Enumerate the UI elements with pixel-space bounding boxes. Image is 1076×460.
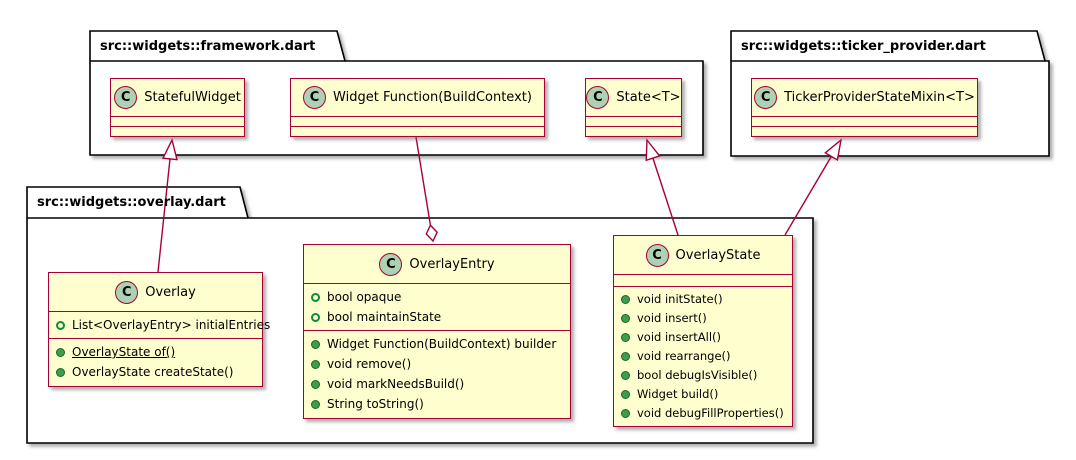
package-title-overlay: src::widgets::overlay.dart <box>37 195 226 210</box>
method-label: void rearrange() <box>637 349 731 363</box>
field-row: bool maintainState <box>311 307 563 327</box>
method-label: void initState() <box>637 292 723 306</box>
method-row: void markNeedsBuild() <box>311 374 563 394</box>
method-visibility-icon <box>621 409 630 418</box>
class-overlayentry-title: C OverlayEntry <box>304 245 570 283</box>
method-row: Widget Function(BuildContext) builder <box>311 334 563 354</box>
methods-compartment: void initState() void insert() void inse… <box>614 286 792 426</box>
method-label: void markNeedsBuild() <box>327 377 465 391</box>
method-label: void debugFillProperties() <box>637 406 784 420</box>
method-row: void remove() <box>311 354 563 374</box>
fields-compartment <box>111 116 244 126</box>
method-row: Widget build() <box>621 385 785 404</box>
class-overlaystate: C OverlayState void initState() void ins… <box>613 235 793 427</box>
method-visibility-icon <box>621 371 630 380</box>
method-row: bool debugIsVisible() <box>621 366 785 385</box>
class-name: Overlay <box>145 284 196 300</box>
class-badge-icon: C <box>303 86 327 109</box>
method-visibility-icon <box>621 352 630 361</box>
fields-compartment <box>586 116 681 126</box>
method-label: bool debugIsVisible() <box>637 368 758 382</box>
method-label: Widget build() <box>637 387 719 401</box>
method-label: void insert() <box>637 311 707 325</box>
method-label: OverlayState of() <box>72 345 176 359</box>
method-row: void insertAll() <box>621 328 785 347</box>
field-visibility-icon <box>56 320 65 330</box>
edge-overlaystate-extends-tickerprovider <box>784 138 843 236</box>
edge-overlaystate-extends-state <box>645 138 679 236</box>
field-row: bool opaque <box>311 287 563 307</box>
class-name: TickerProviderStateMixin<T> <box>784 90 975 105</box>
methods-compartment <box>752 126 977 136</box>
method-label: OverlayState createState() <box>72 365 234 379</box>
fields-compartment <box>291 116 544 126</box>
field-label: bool maintainState <box>327 310 442 324</box>
method-label: String toString() <box>327 397 424 411</box>
methods-compartment <box>586 126 681 136</box>
class-name: Widget Function(BuildContext) <box>333 90 532 105</box>
class-statefulwidget: C StatefulWidget <box>110 78 245 137</box>
method-visibility-icon <box>311 339 320 349</box>
class-name: OverlayState <box>675 247 761 263</box>
method-row: OverlayState of() <box>56 342 255 362</box>
method-label: void insertAll() <box>637 330 722 344</box>
class-state: C State<T> <box>585 78 682 137</box>
methods-compartment: OverlayState of() OverlayState createSta… <box>49 338 262 385</box>
class-badge-icon: C <box>114 86 138 109</box>
class-badge-icon: C <box>115 280 139 304</box>
edge-overlayentry-aggregates-widgetfunction <box>415 136 433 241</box>
class-overlay: C Overlay List<OverlayEntry> initialEntr… <box>48 272 270 387</box>
fields-compartment: bool opaque bool maintainState <box>304 283 570 330</box>
method-label: Widget Function(BuildContext) builder <box>327 337 557 351</box>
class-overlay-title: C Overlay <box>49 273 262 311</box>
class-state-title: C State<T> <box>586 79 681 116</box>
method-visibility-icon <box>311 379 320 389</box>
class-overlaystate-title: C OverlayState <box>614 236 792 274</box>
methods-compartment: Widget Function(BuildContext) builder vo… <box>304 330 570 417</box>
method-visibility-icon <box>56 367 65 377</box>
class-widget-function: C Widget Function(BuildContext) <box>290 78 545 137</box>
method-row: OverlayState createState() <box>56 362 255 382</box>
fields-compartment <box>614 274 792 286</box>
class-name: StatefulWidget <box>144 90 241 105</box>
class-name: OverlayEntry <box>409 256 495 272</box>
method-visibility-icon <box>56 347 65 357</box>
class-statefulwidget-title: C StatefulWidget <box>111 79 244 116</box>
method-row: void initState() <box>621 290 785 309</box>
field-visibility-icon <box>311 312 320 322</box>
package-title-framework: src::widgets::framework.dart <box>100 39 316 54</box>
class-badge-icon: C <box>379 252 403 276</box>
field-visibility-icon <box>311 292 320 302</box>
class-tickerproviderstatemixin: C TickerProviderStateMixin<T> <box>751 78 978 137</box>
method-visibility-icon <box>621 295 630 304</box>
methods-compartment <box>111 126 244 136</box>
field-label: bool opaque <box>327 290 402 304</box>
class-tickerproviderstatemixin-title: C TickerProviderStateMixin<T> <box>752 79 977 116</box>
method-label: void remove() <box>327 357 412 371</box>
class-badge-icon: C <box>586 86 610 109</box>
method-visibility-icon <box>621 314 630 323</box>
package-title-ticker-provider: src::widgets::ticker_provider.dart <box>741 39 986 54</box>
methods-compartment <box>291 126 544 136</box>
fields-compartment <box>752 116 977 126</box>
class-badge-icon: C <box>645 243 669 267</box>
method-visibility-icon <box>311 399 320 409</box>
class-overlayentry: C OverlayEntry bool opaque bool maintain… <box>303 244 571 419</box>
method-visibility-icon <box>621 333 630 342</box>
method-visibility-icon <box>621 390 630 399</box>
field-label: List<OverlayEntry> initialEntries <box>72 318 271 332</box>
method-row: void debugFillProperties() <box>621 404 785 423</box>
class-badge-icon: C <box>754 86 778 109</box>
method-row: String toString() <box>311 394 563 414</box>
edge-overlay-extends-statefulwidget <box>157 137 178 273</box>
fields-compartment: List<OverlayEntry> initialEntries <box>49 311 270 338</box>
method-row: void insert() <box>621 309 785 328</box>
field-row: List<OverlayEntry> initialEntries <box>56 315 270 335</box>
method-row: void rearrange() <box>621 347 785 366</box>
method-visibility-icon <box>311 359 320 369</box>
class-widget-function-title: C Widget Function(BuildContext) <box>291 79 544 116</box>
class-name: State<T> <box>616 90 681 105</box>
